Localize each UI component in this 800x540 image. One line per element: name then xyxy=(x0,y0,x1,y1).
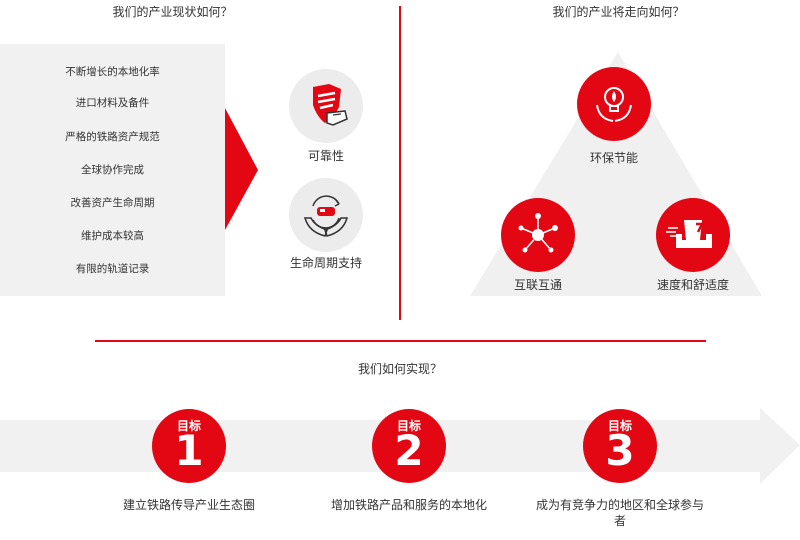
eco-label: 环保节能 xyxy=(589,151,638,165)
lifecycle-label: 生命周期支持 xyxy=(289,256,362,270)
goal-2-label: 增加铁路产品和服务的本地化 xyxy=(330,498,487,512)
comfort-circle xyxy=(656,198,730,272)
train-cycle-hands-icon xyxy=(304,195,348,237)
list-item: 进口材料及备件 xyxy=(75,97,150,109)
connectivity-label: 互联互通 xyxy=(513,278,562,292)
list-item: 严格的铁路资产规范 xyxy=(65,131,160,143)
future-state-heading: 我们的产业将走向如何？ xyxy=(552,5,685,19)
goal-1-number: 1 xyxy=(174,426,204,475)
chevron-arrow xyxy=(225,108,258,230)
goal-2-number: 2 xyxy=(394,426,424,475)
list-item: 全球协作完成 xyxy=(81,164,144,176)
lifecycle-circle xyxy=(289,178,363,252)
goal-2-word: 目标 xyxy=(396,419,421,433)
list-item: 维护成本较高 xyxy=(81,230,144,242)
comfort-label: 速度和舒适度 xyxy=(656,278,729,292)
current-state-panel xyxy=(0,44,225,296)
goal-2-circle: 目标 2 xyxy=(372,409,446,483)
reliability-label: 可靠性 xyxy=(307,149,344,163)
list-item: 改善资产生命周期 xyxy=(70,197,155,209)
network-nodes-icon xyxy=(518,213,558,253)
how-heading: 我们如何实现？ xyxy=(357,362,442,376)
lightbulb-leaf-hands-icon xyxy=(596,87,632,122)
goal-3-circle: 目标 3 xyxy=(583,409,657,483)
goal-1-word: 目标 xyxy=(176,419,201,433)
goal-3-word: 目标 xyxy=(607,419,632,433)
reliability-circle xyxy=(289,69,363,143)
current-state-heading: 我们的产业现状如何？ xyxy=(112,5,233,19)
seat-speed-icon xyxy=(666,220,712,248)
goal-3-label: 成为有竞争力的地区和全球参与者 xyxy=(536,498,705,528)
list-item: 有限的轨道记录 xyxy=(75,263,150,275)
shield-hand-icon xyxy=(313,84,348,126)
eco-circle xyxy=(577,67,651,141)
list-item: 不断增长的本地化率 xyxy=(65,66,160,78)
goal-3-number: 3 xyxy=(605,426,635,475)
connectivity-circle xyxy=(501,198,575,272)
goal-1-label: 建立铁路传导产业生态圈 xyxy=(122,498,255,512)
goal-1-circle: 目标 1 xyxy=(152,409,226,483)
